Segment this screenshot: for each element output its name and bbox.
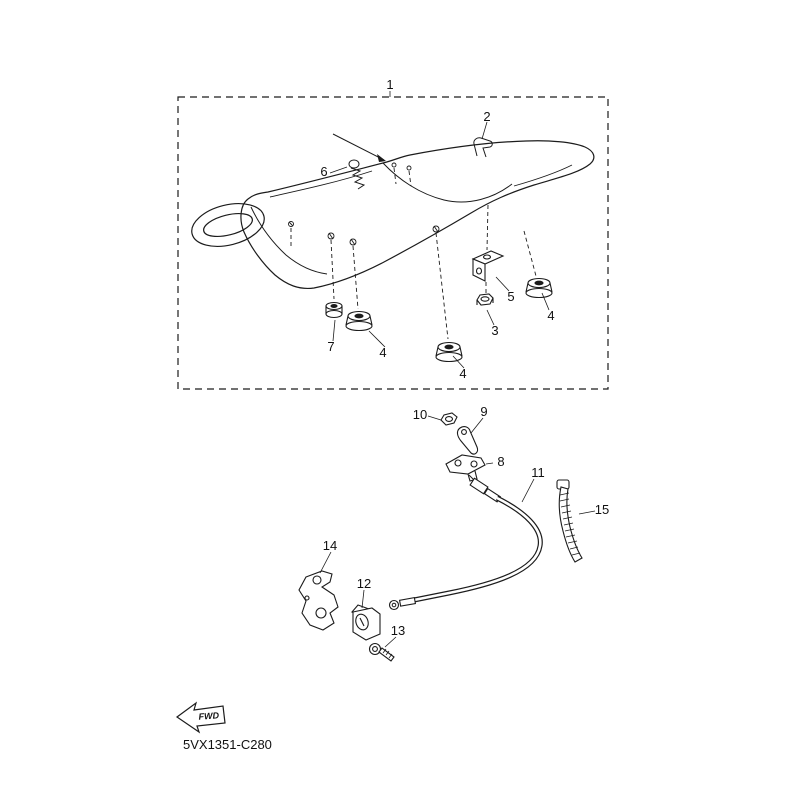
part-label-4a: 4 xyxy=(379,345,386,360)
seat-step-line xyxy=(382,162,513,203)
lever-part-9 xyxy=(456,426,479,455)
leader-lines xyxy=(319,91,596,648)
part-label-14: 14 xyxy=(323,538,337,553)
hidden-fastener-lines xyxy=(290,167,537,340)
assembly-boundary-box xyxy=(177,96,609,390)
screw-part-6 xyxy=(332,133,386,190)
nut-part-3 xyxy=(476,293,494,306)
band-part-15 xyxy=(556,479,583,563)
part-label-15: 15 xyxy=(595,502,609,517)
fwd-indicator: FWD xyxy=(175,701,226,734)
part-label-5: 5 xyxy=(507,289,514,304)
damper-part-4-left xyxy=(345,310,373,332)
spring-coil xyxy=(350,167,366,190)
part-label-8: 8 xyxy=(497,454,504,469)
spacer-part-7 xyxy=(325,301,343,319)
seat-contour-line xyxy=(269,170,373,198)
small-screws xyxy=(288,162,440,246)
bracket-part-14 xyxy=(298,570,339,631)
damper-part-4-right xyxy=(525,277,553,299)
lock-part-12 xyxy=(351,604,381,641)
part-label-6: 6 xyxy=(320,164,327,179)
fwd-arrow-icon xyxy=(175,701,226,734)
seat-rear-line xyxy=(513,164,573,187)
nut-part-10 xyxy=(440,412,458,426)
cable-housing-inner xyxy=(413,496,542,602)
part-label-7: 7 xyxy=(327,339,334,354)
bracket-part-5 xyxy=(471,250,505,282)
grab-strap-inner xyxy=(203,212,253,238)
pointer-arrowhead xyxy=(377,154,386,162)
part-label-9: 9 xyxy=(480,404,487,419)
screw-head xyxy=(348,159,360,169)
pointer-arrow-line xyxy=(332,133,385,161)
seat-outline xyxy=(240,140,595,290)
part-label-2: 2 xyxy=(483,109,490,124)
part-label-12: 12 xyxy=(357,576,371,591)
part-label-3: 3 xyxy=(491,323,498,338)
part-label-11: 11 xyxy=(531,465,545,480)
grab-strap-outer xyxy=(191,203,265,247)
part-number-labels: 1 2 6 7 4 4 3 5 4 10 9 8 11 15 14 12 13 xyxy=(320,77,609,638)
part-label-4b: 4 xyxy=(459,366,466,381)
latch-tab-part2 xyxy=(473,137,493,158)
band-ribs xyxy=(559,492,581,556)
part-label-1: 1 xyxy=(386,77,393,92)
diagram-code: 5VX1351-C280 xyxy=(183,737,272,752)
part-label-4c: 4 xyxy=(547,308,554,323)
part-label-13: 13 xyxy=(391,623,405,638)
damper-part-4-middle xyxy=(435,341,463,363)
bolt-part-13 xyxy=(368,642,395,662)
part-label-10: 10 xyxy=(413,407,427,422)
seat-assembly xyxy=(191,137,595,290)
seat-side-panel-line xyxy=(250,206,328,275)
cable-part-11 xyxy=(388,474,543,611)
fwd-label: FWD xyxy=(198,710,220,721)
